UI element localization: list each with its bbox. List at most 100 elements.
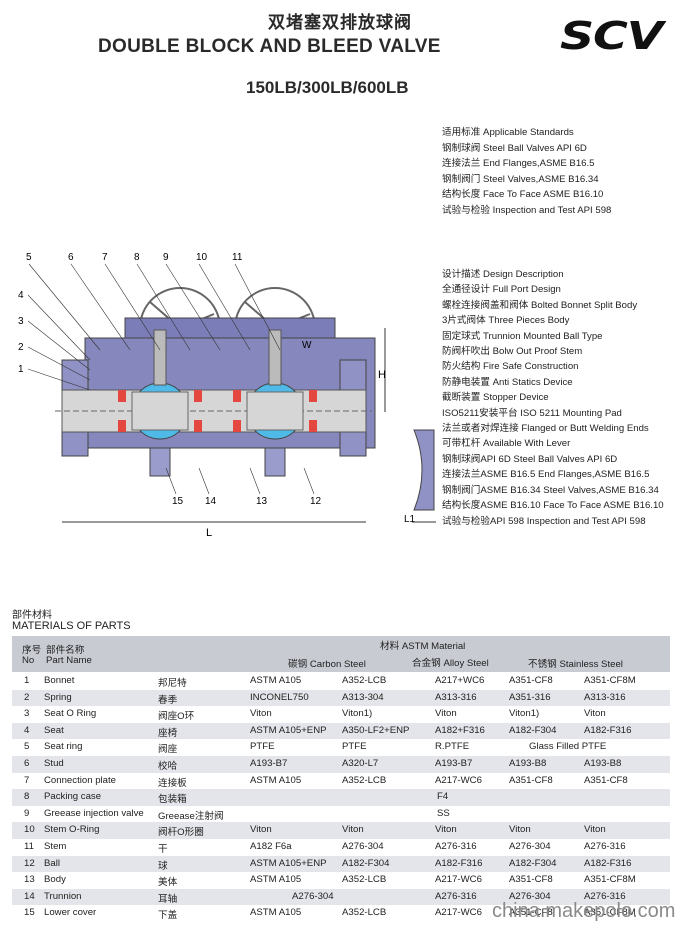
design-item: 连接法兰ASME B16.5 End Flanges,ASME B16.5 bbox=[442, 469, 650, 481]
table-cell-c2: A276-304 bbox=[342, 841, 384, 852]
pressure-class: 150LB/300LB/600LB bbox=[246, 78, 409, 97]
table-cell-no: 1 bbox=[24, 675, 30, 686]
col-stainless: 不锈钢 Stainless Steel bbox=[528, 659, 623, 670]
callout-label: 3 bbox=[18, 316, 24, 327]
dim-l1: L1 bbox=[404, 514, 416, 525]
leader-line bbox=[165, 467, 177, 495]
table-cell-s2: A182-F316 bbox=[584, 857, 632, 869]
title-chinese: 双堵塞双排放球阀 bbox=[268, 13, 412, 32]
design-item: ISO5211安装平台 ISO 5211 Mounting Pad bbox=[442, 407, 622, 419]
callout-label: 6 bbox=[68, 252, 74, 263]
table-cell-c2: A352-LCB bbox=[342, 907, 387, 919]
table-cell-a: A313-316 bbox=[435, 691, 477, 703]
design-item: 钢制球阀API 6D Steel Ball Valves API 6D bbox=[442, 453, 618, 465]
table-cell-s1: A351-CF8 bbox=[509, 907, 553, 919]
table-header: 序号 No 部件名称 Part Name 材料 ASTM Material 碳钢… bbox=[12, 636, 670, 672]
table-cell-cn: 连接板 bbox=[158, 777, 187, 789]
table-cell-a: SS bbox=[437, 807, 450, 819]
table-cell-c1: ASTM A105 bbox=[250, 774, 302, 786]
table-cell-c2: A182-F304 bbox=[342, 857, 390, 869]
table-cell-a: A193-B7 bbox=[435, 758, 473, 769]
table-cell-s1: A351-CF8 bbox=[509, 675, 553, 686]
col-no-en: No bbox=[22, 655, 35, 666]
table-cell-c2: A352-LCB bbox=[342, 774, 387, 786]
table-cell-a: Viton bbox=[435, 708, 457, 720]
col-alloy: 合金钢 Alloy Steel bbox=[412, 658, 489, 669]
table-cell-c1: ASTM A105+ENP bbox=[250, 724, 327, 736]
table-cell-cn: 邦尼特 bbox=[158, 678, 187, 689]
table-cell-cn: 阀座 bbox=[158, 744, 178, 756]
callout-label: 9 bbox=[163, 252, 169, 263]
design-item: 可带杠杆 Available With Lever bbox=[442, 438, 571, 450]
table-cell-cn: 座椅 bbox=[158, 727, 178, 739]
table-cell-a: R.PTFE bbox=[435, 741, 470, 753]
table-cell-s1: A276-304 bbox=[509, 841, 551, 852]
title-english: DOUBLE BLOCK AND BLEED VALVE bbox=[98, 36, 441, 57]
table-cell-cn: 干 bbox=[158, 844, 168, 855]
dim-l: L bbox=[206, 527, 212, 539]
callout-label: 4 bbox=[18, 290, 24, 301]
table-cell-no: 7 bbox=[24, 774, 30, 786]
table-cell-s1: A193-B8 bbox=[509, 758, 547, 769]
callout-label: 5 bbox=[26, 252, 32, 263]
table-cell-en: Trunnion bbox=[44, 890, 82, 902]
table-cell-c1: INCONEL750 bbox=[250, 691, 309, 703]
table-cell-s2: A351-CF8M bbox=[584, 907, 636, 919]
table-cell-s2: A182-F316 bbox=[584, 724, 632, 736]
standard-item: 连接法兰 End Flanges,ASME B16.5 bbox=[442, 158, 595, 170]
table-cell-s2: A351-CF8M bbox=[584, 874, 636, 886]
table-cell-c2: A352-LCB bbox=[342, 874, 387, 886]
table-cell-no: 8 bbox=[24, 791, 30, 803]
table-cell-s1: Viton bbox=[509, 824, 531, 836]
leader-line bbox=[27, 346, 91, 381]
table-cell-en: Stem O-Ring bbox=[44, 824, 100, 836]
table-cell-no: 14 bbox=[24, 890, 35, 902]
table-cell-s2: A276-316 bbox=[584, 841, 626, 852]
design-item: 螺栓连接阀盖和阀体 Bolted Bonnet Split Body bbox=[442, 299, 638, 311]
table-cell-cn: 阀座O环 bbox=[158, 711, 195, 723]
table-cell-en: Bonnet bbox=[44, 675, 75, 686]
table-cell-s1: A351-CF8 bbox=[509, 774, 553, 786]
table-cell-a: A217-WC6 bbox=[435, 874, 482, 886]
table-cell-c1: A182 F6a bbox=[250, 841, 292, 852]
callout-label: 2 bbox=[18, 342, 24, 353]
table-cell-s1: A351-316 bbox=[509, 691, 551, 703]
dim-h: H bbox=[378, 369, 386, 381]
table-cell-cn: 校哈 bbox=[158, 761, 178, 772]
table-cell-c2: Viton1) bbox=[342, 708, 373, 720]
design-item: 法兰或者对焊连接 Flanged or Butt Welding Ends bbox=[442, 423, 649, 435]
table-cell-c2: A313-304 bbox=[342, 691, 384, 703]
leader-line bbox=[165, 263, 221, 351]
materials-title-cn: 部件材料 bbox=[12, 610, 52, 621]
leader-line bbox=[249, 467, 261, 495]
table-cell-a: A217-WC6 bbox=[435, 907, 482, 919]
table-cell-s1: A351-CF8 bbox=[509, 874, 553, 886]
table-cell-s2: A313-316 bbox=[584, 691, 626, 703]
table-cell-cn: 春季 bbox=[158, 694, 178, 706]
side-view bbox=[413, 429, 435, 511]
table-cell-c2: A320-L7 bbox=[342, 758, 379, 769]
table-cell-a: A276-316 bbox=[435, 890, 477, 902]
callout-label: 15 bbox=[172, 496, 184, 507]
standard-item: 钢制球阀 Steel Ball Valves API 6D bbox=[442, 142, 587, 154]
standard-item: 钢制阀门 Steel Valves,ASME B16.34 bbox=[442, 173, 599, 185]
table-cell-no: 10 bbox=[24, 824, 35, 836]
table-cell-c1: ASTM A105+ENP bbox=[250, 857, 327, 869]
table-cell-cn: Greease注射阀 bbox=[158, 810, 224, 822]
table-cell-no: 13 bbox=[24, 874, 35, 886]
table-cell-c1: ASTM A105 bbox=[250, 907, 302, 919]
table-cell-s2: Viton bbox=[584, 824, 606, 836]
table-cell-a: A276-316 bbox=[435, 841, 477, 852]
table-cell-no: 15 bbox=[24, 907, 35, 919]
